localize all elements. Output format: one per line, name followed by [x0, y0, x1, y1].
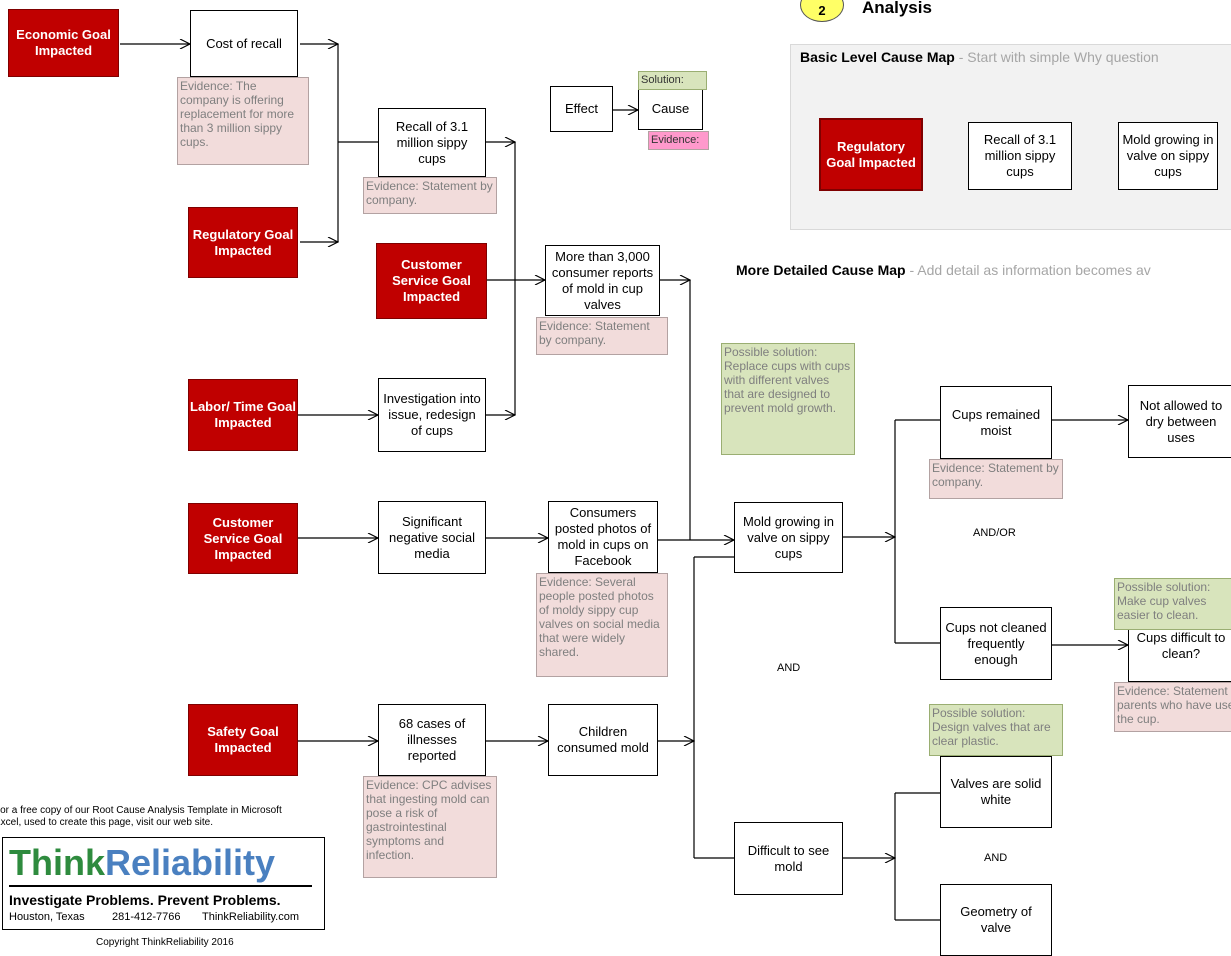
cause-investigation: Investigation into issue, redesign of cu…: [378, 378, 486, 452]
copyright: Copyright ThinkReliability 2016: [96, 937, 234, 948]
contact-location: Houston, Texas: [9, 911, 85, 923]
legend-solution: Solution:: [638, 71, 707, 90]
promo-text: For a free copy of our Root Cause Analys…: [0, 805, 282, 828]
cause-illnesses: 68 cases of illnesses reported: [378, 704, 486, 776]
basic-mold-box: Mold growing in valve on sippy cups: [1118, 122, 1218, 190]
logo-rule: [9, 885, 312, 887]
logo-reliability: Reliability: [105, 842, 276, 883]
cause-not-allowed-dry: Not allowed to dry between uses: [1128, 385, 1231, 458]
connector-and-1: AND: [777, 662, 801, 674]
basic-recall-box: Recall of 3.1 million sippy cups: [968, 122, 1072, 190]
basic-map-subtitle: - Start with simple Why question: [954, 49, 1159, 65]
evidence-illness: Evidence: CPC advises that ingesting mol…: [363, 776, 497, 878]
evidence-cost: Evidence: The company is offering replac…: [177, 77, 309, 165]
goal-regulatory: Regulatory Goal Impacted: [188, 207, 298, 278]
legend-evidence: Evidence:: [648, 131, 709, 150]
cause-geometry: Geometry of valve: [940, 884, 1052, 956]
cause-posted-photos: Consumers posted photos of mold in cups …: [548, 501, 658, 573]
cause-cost-of-recall: Cost of recall: [190, 10, 298, 77]
solution-clear: Possible solution: Design valves that ar…: [929, 704, 1063, 756]
cause-recall: Recall of 3.1 million sippy cups: [378, 108, 486, 177]
solution-easier: Possible solution: Make cup valves easie…: [1114, 578, 1231, 630]
basic-map-heading: Basic Level Cause Map - Start with simpl…: [800, 49, 1159, 65]
detailed-map-subtitle: - Add detail as information becomes av: [905, 262, 1151, 278]
logo-wordmark: ThinkReliability: [9, 842, 275, 884]
cause-negative-social: Significant negative social media: [378, 501, 486, 574]
connector-and-2: AND: [984, 852, 1008, 864]
detailed-map-heading: More Detailed Cause Map - Add detail as …: [736, 262, 1151, 278]
goal-customer-service-2: Customer Service Goal Impacted: [188, 503, 298, 574]
step-number: 2: [818, 3, 826, 18]
logo-box[interactable]: ThinkReliability Investigate Problems. P…: [2, 837, 325, 930]
legend-effect: Effect: [550, 86, 613, 132]
goal-labor-time: Labor/ Time Goal Impacted: [188, 379, 298, 451]
basic-map-title: Basic Level Cause Map: [800, 49, 955, 65]
evidence-reports: Evidence: Statement by company.: [536, 317, 668, 355]
detailed-map-title: More Detailed Cause Map: [736, 262, 906, 278]
evidence-recall: Evidence: Statement by company.: [363, 177, 497, 214]
contact-phone: 281-412-7766: [112, 911, 181, 923]
cause-mold-growing: Mold growing in valve on sippy cups: [734, 502, 843, 573]
connector-and-or: AND/OR: [973, 527, 1016, 539]
goal-economic: Economic Goal Impacted: [8, 9, 119, 77]
cause-difficult-to-see: Difficult to see mold: [734, 822, 843, 895]
goal-safety: Safety Goal Impacted: [188, 704, 298, 776]
evidence-clean: Evidence: Statement by parents who have …: [1114, 682, 1231, 732]
logo-think: Think: [9, 842, 105, 883]
step-title: Analysis: [862, 0, 932, 17]
solution-replace: Possible solution: Replace cups with cup…: [721, 343, 855, 455]
legend-cause: Cause: [638, 88, 703, 130]
cause-not-cleaned: Cups not cleaned frequently enough: [940, 607, 1052, 680]
cause-children-consumed: Children consumed mold: [548, 704, 658, 776]
cause-solid-white: Valves are solid white: [940, 756, 1052, 828]
evidence-photos: Evidence: Several people posted photos o…: [536, 573, 668, 677]
cause-consumer-reports: More than 3,000 consumer reports of mold…: [545, 245, 660, 316]
tagline: Investigate Problems. Prevent Problems.: [9, 892, 281, 908]
basic-regulatory-goal: Regulatory Goal Impacted: [819, 118, 923, 191]
evidence-moist: Evidence: Statement by company.: [929, 459, 1063, 499]
contact-website[interactable]: ThinkReliability.com: [202, 911, 299, 923]
goal-customer-service-1: Customer Service Goal Impacted: [376, 243, 487, 319]
cause-remained-moist: Cups remained moist: [940, 386, 1052, 459]
